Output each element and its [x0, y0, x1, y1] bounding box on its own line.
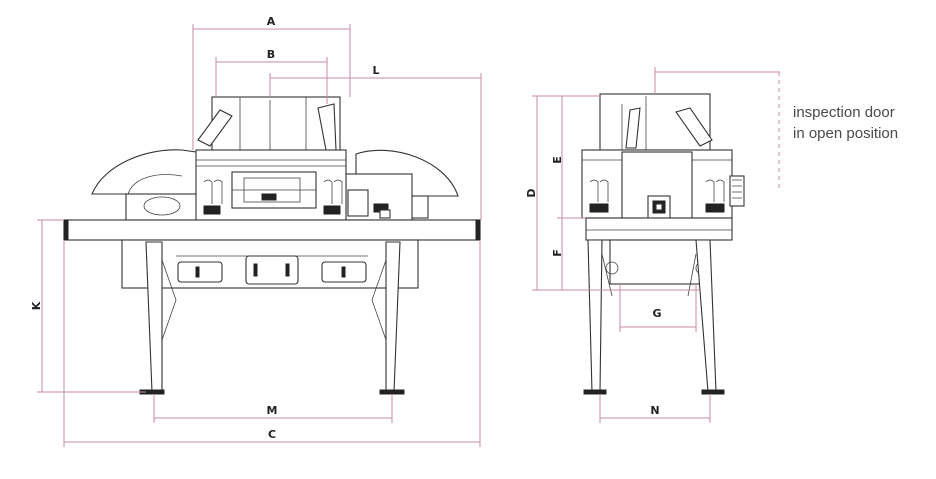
inspection-door	[197, 109, 233, 147]
hopper	[211, 96, 341, 156]
dim-label-l: L	[372, 64, 379, 77]
dim-label-g: G	[652, 307, 661, 320]
left-hood	[91, 149, 199, 195]
dimension-labels: A B L K M C D E F G N	[30, 15, 662, 441]
dim-label-b: B	[267, 48, 275, 61]
left-leg	[145, 241, 163, 393]
dimension-lines	[37, 24, 780, 447]
dim-label-d: D	[525, 188, 538, 197]
side-base-plate	[585, 217, 733, 241]
side-right-leg	[695, 239, 717, 393]
dim-label-k: K	[30, 301, 43, 310]
dim-label-c: C	[268, 428, 276, 441]
front-view	[63, 96, 481, 395]
dim-label-m: M	[267, 404, 278, 417]
side-view	[581, 93, 745, 395]
dim-label-a: A	[267, 15, 276, 28]
side-left-leg	[587, 239, 603, 393]
base-plate	[63, 219, 481, 241]
right-leg	[385, 241, 401, 393]
note-line-2: in open position	[793, 125, 899, 142]
dim-label-f: F	[551, 249, 564, 257]
dim-label-e: E	[551, 156, 564, 164]
note-line-1: inspection door	[793, 104, 895, 121]
inspection-door-note: inspection door in open position	[793, 102, 898, 144]
dim-label-n: N	[650, 404, 659, 417]
